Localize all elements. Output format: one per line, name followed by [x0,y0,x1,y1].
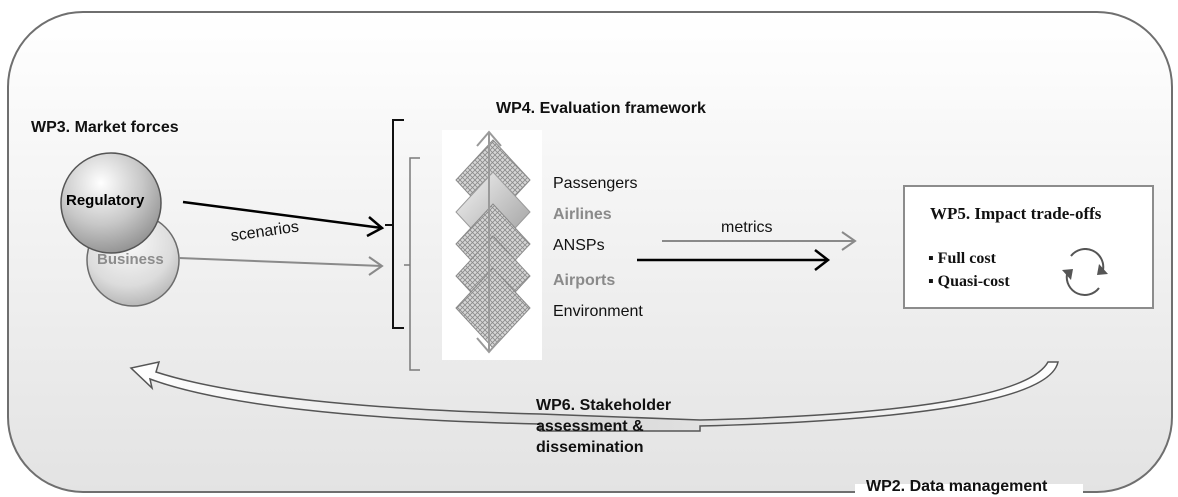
wp5-box [903,185,1154,309]
business-label: Business [97,251,164,268]
layer-label-environment: Environment [553,303,643,320]
layer-label-passengers: Passengers [553,175,638,192]
business-arrow [178,256,384,276]
full-cost-label: Full cost [937,250,996,267]
wp6-title: WP6. Stakeholder assessment & disseminat… [536,397,672,456]
outer-frame [7,11,1173,493]
inner-bracket [404,157,420,371]
outer-bracket [385,119,404,329]
layer-label-airlines: Airlines [553,206,612,223]
wp2-title: WP2. Data management [866,478,1048,495]
wp3-title: WP3. Market forces [31,119,179,136]
wp2-label-gap [855,484,1083,496]
layer-axis-arrow [476,130,502,354]
regulatory-arrow [182,200,385,238]
regulatory-label: Regulatory [66,192,145,209]
wp5-title: WP5. Impact trade-offs [930,204,1102,223]
layer-stack [455,139,531,349]
metrics-label: metrics [721,219,773,236]
full-cost-item: ▪ Full cost [928,250,996,267]
feedback-arrow [129,361,1059,432]
regulatory-circle [60,152,162,254]
refresh-cycle-icon [1062,248,1108,296]
wp4-title: WP4. Evaluation framework [496,100,706,117]
metrics-arrow-black [637,249,831,271]
quasi-cost-item: ▪ Quasi-cost [928,273,1010,290]
layer-label-ansps: ANSPs [553,237,605,254]
metrics-arrow-grey [662,231,857,251]
layer-label-airports: Airports [553,272,616,289]
quasi-cost-label: Quasi-cost [937,273,1010,290]
